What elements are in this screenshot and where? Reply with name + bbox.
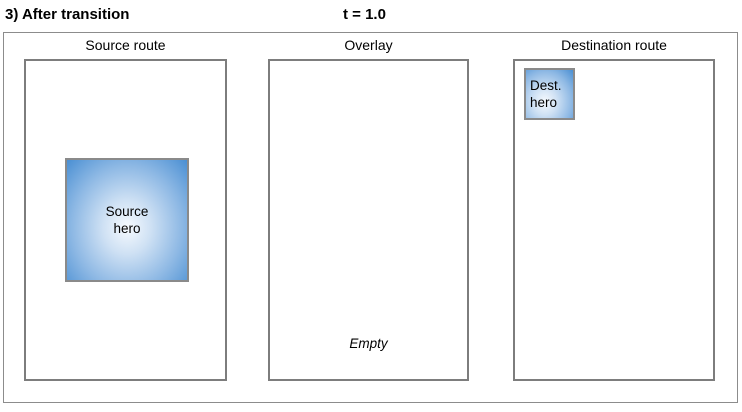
diagram-step-title: 3) After transition [5, 6, 130, 23]
source-route-label: Source route [85, 37, 166, 53]
source-hero-text: Source hero [106, 203, 149, 237]
transition-time-value: t = 1.0 [343, 6, 386, 23]
source-hero-line1: Source [105, 204, 149, 219]
dest-hero-box: Dest. hero [524, 68, 575, 120]
overlay-panel [268, 59, 469, 381]
source-hero-line2: hero [113, 221, 141, 236]
source-hero-box: Source hero [65, 158, 189, 282]
dest-hero-line1: Dest. [530, 78, 562, 93]
dest-hero-line2: hero [530, 95, 558, 110]
overlay-empty-text: Empty [349, 336, 388, 351]
overlay-label: Overlay [344, 37, 393, 53]
destination-route-label: Destination route [561, 37, 667, 53]
